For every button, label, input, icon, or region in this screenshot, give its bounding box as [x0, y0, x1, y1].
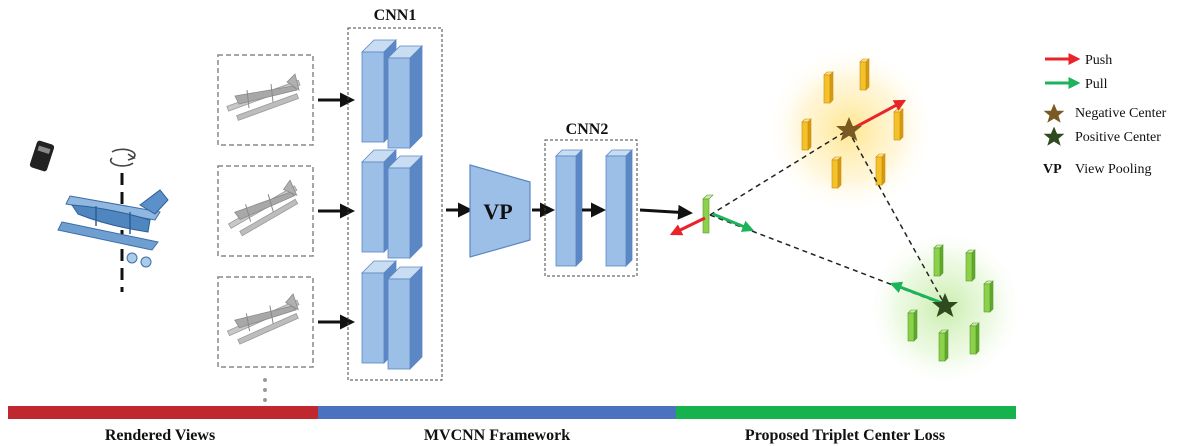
legend-negative-label: Negative Center: [1075, 106, 1167, 121]
stage-label-framework: MVCNN Framework: [424, 427, 570, 444]
positive-feature-2: [965, 249, 976, 282]
vp-label: VP: [483, 199, 512, 224]
cnn1-layer-3b: [387, 266, 423, 370]
negative-feature-3: [801, 118, 812, 151]
cnn1-label: CNN1: [374, 7, 417, 24]
negative-feature-2: [859, 58, 870, 91]
airplane-model: [57, 189, 169, 268]
cnn1-layer-2b: [387, 155, 423, 259]
legend-negative-star: [1043, 103, 1065, 123]
legend-positive-label: Positive Center: [1075, 130, 1161, 145]
positive-feature-3: [907, 309, 918, 342]
legend-vp-text: View Pooling: [1075, 162, 1152, 177]
legend-positive-star: [1043, 126, 1065, 146]
negative-feature-5: [831, 156, 842, 189]
rendered-view-3: [217, 276, 314, 368]
stage-label-rendered: Rendered Views: [105, 427, 215, 444]
view-pooling-block: VP: [469, 164, 531, 258]
legend-vp-abbr: VP: [1043, 162, 1062, 177]
rotation-icon: [109, 148, 136, 167]
cnn1-frame: [347, 27, 443, 381]
cnn1-layer-1b: [387, 45, 423, 149]
pull-arrow-query: [712, 212, 755, 232]
view-to-cnn1-arrows: [318, 92, 355, 330]
positive-center-star: [932, 293, 958, 317]
cnn2-label: CNN2: [566, 121, 609, 138]
legend-push-label: Push: [1085, 53, 1112, 68]
camera-icon: [29, 140, 55, 172]
negative-feature-6: [875, 153, 886, 186]
push-arrow-center: [849, 99, 907, 132]
cnn2-layers: [555, 149, 633, 267]
push-arrow-query: [669, 216, 706, 236]
negative-feature-4: [893, 108, 904, 141]
positive-cluster-features: [907, 244, 994, 362]
legend-pull-label: Pull: [1085, 77, 1108, 92]
stage-bar-loss: [676, 406, 1016, 419]
query-feature: [702, 194, 714, 234]
stage-label-loss: Proposed Triplet Center Loss: [745, 427, 945, 444]
stage-bar-rendered: [8, 406, 318, 419]
positive-feature-6: [938, 329, 949, 362]
negative-center-star: [836, 117, 862, 141]
cnn1-layers: [361, 39, 423, 370]
more-views-ellipsis: [263, 378, 267, 402]
pull-arrow-center: [889, 281, 946, 306]
stage-bar-framework: [318, 406, 676, 419]
cnn2-frame: [544, 139, 638, 277]
negative-feature-1: [823, 71, 834, 104]
positive-feature-5: [969, 322, 980, 355]
positive-feature-1: [933, 244, 944, 277]
rendered-view-2: [217, 165, 314, 257]
positive-feature-4: [983, 280, 994, 313]
rendered-view-1: [217, 54, 314, 146]
cnn2-to-feature-arrow: [639, 204, 693, 220]
legend: Push Pull Negative Center Positive Cente…: [1043, 53, 1167, 177]
